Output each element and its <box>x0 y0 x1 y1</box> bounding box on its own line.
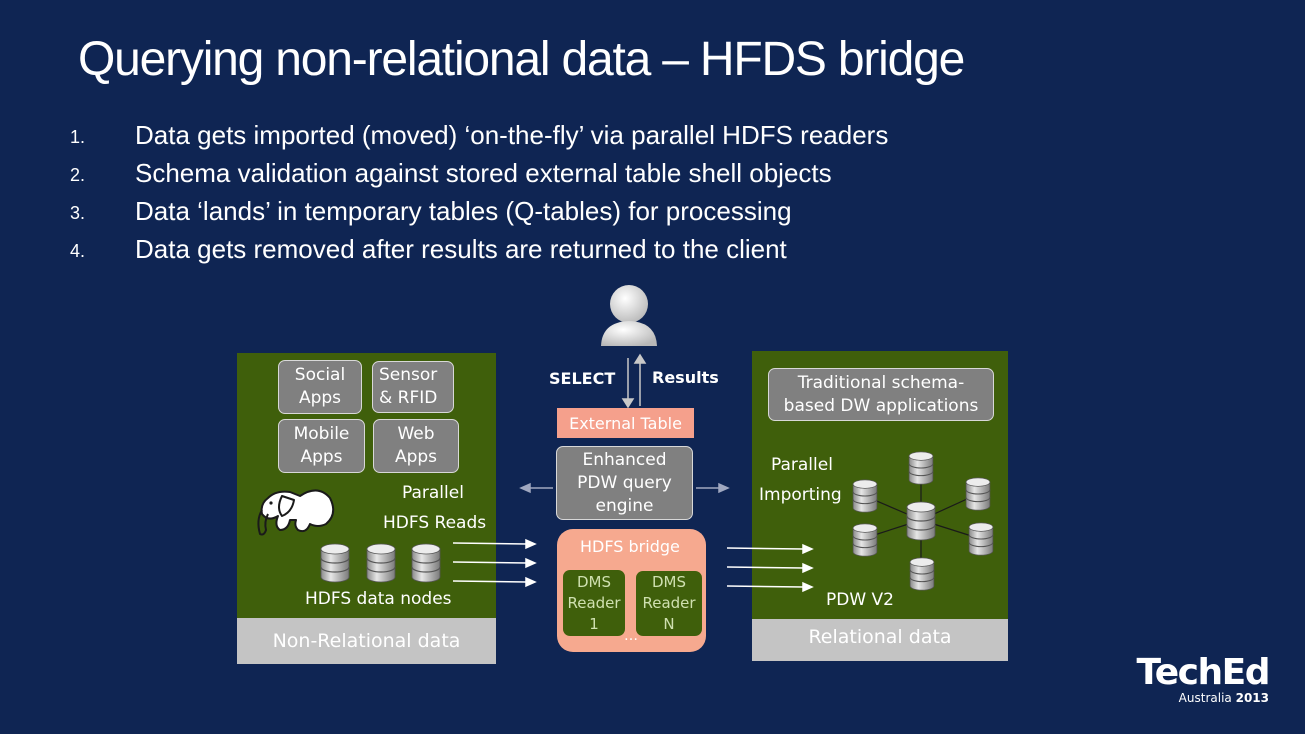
slide-title: Querying non-relational data – HFDS brid… <box>78 33 965 86</box>
dms-reader-1-box: DMS Reader 1 <box>563 570 625 636</box>
parallel-label-right: Parallel <box>771 455 833 475</box>
hdfs-bridge-title: HDFS bridge <box>580 537 680 556</box>
import-arrows-icon <box>726 543 814 593</box>
results-label: Results <box>652 368 719 387</box>
hdfs-database-icons <box>320 543 441 583</box>
pdw-query-engine-box: Enhanced PDW query engine <box>556 446 693 520</box>
web-apps-box: Web Apps <box>373 419 459 473</box>
pdw-database-icons <box>852 451 994 591</box>
reader-ellipsis: … <box>624 628 638 644</box>
social-apps-box: Social Apps <box>278 360 362 414</box>
dms-reader-n-box: DMS Reader N <box>636 571 702 636</box>
bullet-text: Data gets removed after results are retu… <box>135 234 787 264</box>
hdfs-data-nodes-label: HDFS data nodes <box>305 589 452 609</box>
bullet-number: 2. <box>70 165 86 185</box>
user-icon <box>601 285 657 346</box>
hdfs-read-arrows-icon <box>452 538 537 588</box>
bullet-text: Data ‘lands’ in temporary tables (Q-tabl… <box>135 196 792 226</box>
mobile-apps-box: Mobile Apps <box>278 419 365 473</box>
importing-label: Importing <box>759 485 842 505</box>
bullet-text: Schema validation against stored externa… <box>135 158 832 188</box>
teched-logo-sub: Australia 2013 <box>1179 691 1269 705</box>
bullet-number: 3. <box>70 203 86 223</box>
select-results-arrows-icon <box>621 353 647 409</box>
sensor-rfid-box: Sensor & RFID <box>372 361 454 413</box>
bullet-number: 1. <box>70 127 86 147</box>
parallel-label-left: Parallel <box>402 483 464 503</box>
pdw-v2-label: PDW V2 <box>826 590 894 610</box>
bullet-number: 4. <box>70 241 86 261</box>
hadoop-elephant-icon <box>257 489 335 536</box>
teched-logo-location: Australia <box>1178 691 1232 705</box>
dw-applications-box: Traditional schema-based DW applications <box>768 368 994 421</box>
teched-logo-main: TechEd <box>1136 652 1270 693</box>
select-label: SELECT <box>549 369 616 388</box>
external-table-box: External Table <box>557 408 694 438</box>
teched-logo-year: 2013 <box>1235 691 1269 705</box>
hdfs-reads-label: HDFS Reads <box>383 513 487 533</box>
engine-side-arrows-icon <box>519 482 730 494</box>
teched-logo: TechEd Australia 2013 <box>1130 652 1275 712</box>
relational-footer: Relational data <box>752 619 1008 661</box>
bullet-text: Data gets imported (moved) ‘on-the-fly’ … <box>135 120 889 150</box>
non-relational-footer: Non-Relational data <box>237 618 496 664</box>
